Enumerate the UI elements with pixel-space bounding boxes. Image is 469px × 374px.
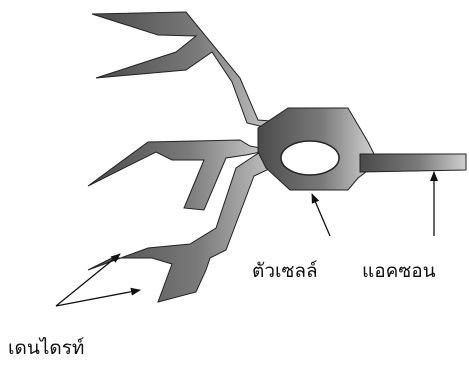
dendrite-arrow-lower [56, 290, 140, 306]
axon-shape [360, 154, 466, 172]
cell-body-arrow [312, 194, 330, 236]
dendrite-upper-branch [92, 12, 284, 128]
nucleus [281, 141, 339, 175]
axon-label: แอคซอน [362, 262, 436, 281]
dendrite-label: เดนไดรท์ [8, 339, 84, 358]
dendrite-arrow-upper [56, 254, 120, 306]
cell-body-label: ตัวเซลล์ [252, 262, 318, 281]
